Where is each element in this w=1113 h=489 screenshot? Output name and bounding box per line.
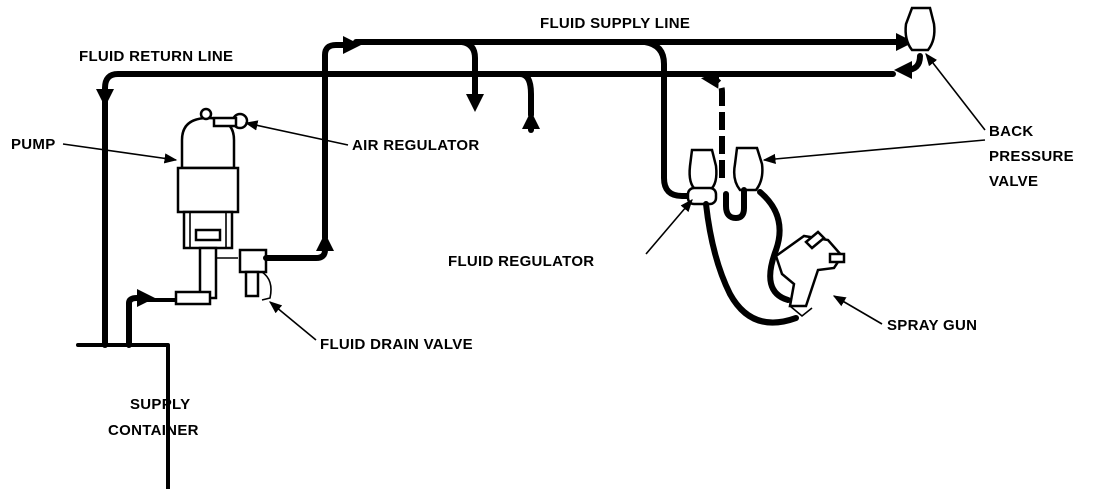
back-pressure-valve-top	[904, 6, 936, 52]
gun-hoses	[703, 189, 799, 326]
container-label: CONTAINER	[108, 422, 199, 439]
spray-gun-label: SPRAY GUN	[887, 317, 977, 334]
fluid-supply-line	[322, 33, 914, 241]
supply-container	[76, 289, 178, 489]
fluid-return-line-label: FLUID RETURN LINE	[79, 48, 233, 65]
fluid-drain-valve	[238, 233, 334, 301]
fluid-regulator	[686, 148, 718, 206]
air-regulator-label: AIR REGULATOR	[352, 137, 480, 154]
fluid-return-line	[96, 53, 923, 348]
air-regulator	[199, 107, 249, 130]
pump	[174, 116, 240, 306]
back-pressure-valve-drop	[723, 146, 764, 221]
back-pressure-label-line-2: PRESSURE	[989, 148, 1074, 165]
back-pressure-label-line-1: BACK	[989, 123, 1034, 140]
leader-lines	[62, 52, 986, 341]
back-pressure-label-line-3: VALVE	[989, 173, 1038, 190]
fluid-drain-valve-label: FLUID DRAIN VALVE	[320, 336, 473, 353]
pump-label: PUMP	[11, 136, 56, 153]
spray-gun	[774, 230, 846, 318]
fluid-supply-line-label: FLUID SUPPLY LINE	[540, 15, 690, 32]
supply-label: SUPPLY	[130, 396, 190, 413]
fluid-regulator-label: FLUID REGULATOR	[448, 253, 594, 270]
